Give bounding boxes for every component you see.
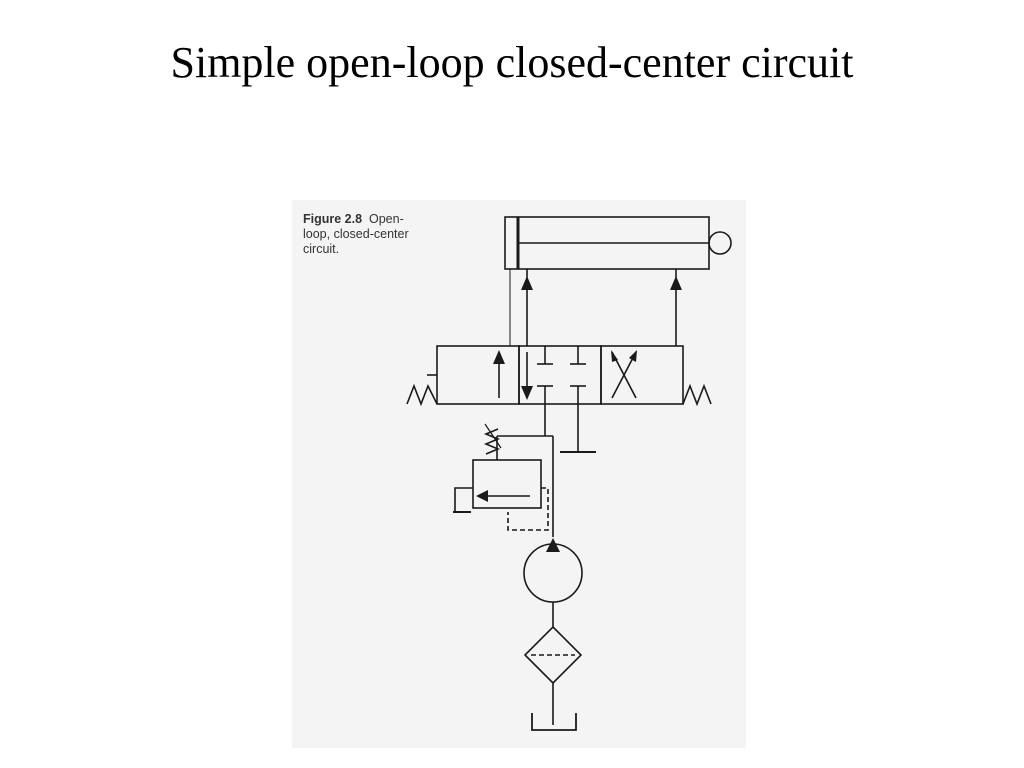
valve-envelope-center bbox=[518, 345, 602, 405]
directional-valve bbox=[406, 345, 712, 407]
valve-envelope-left bbox=[436, 345, 520, 405]
flow-arrow-left-icon bbox=[476, 490, 488, 502]
relief-valve bbox=[453, 423, 549, 531]
tank-icon bbox=[531, 713, 577, 731]
reservoir-tank bbox=[531, 713, 577, 731]
relief-valve-spring-icon bbox=[483, 428, 501, 455]
spring-left-icon bbox=[406, 383, 438, 407]
figure-scan bbox=[292, 200, 746, 748]
flow-arrow-icon bbox=[629, 350, 637, 362]
cylinder-rod-eye bbox=[708, 231, 732, 255]
flow-arrow-up-icon bbox=[493, 350, 505, 364]
double-acting-cylinder bbox=[504, 216, 732, 270]
spring-right-icon bbox=[682, 383, 712, 407]
adjustable-arrow bbox=[484, 423, 502, 449]
flow-arrow-icon bbox=[611, 350, 618, 362]
valve-port-lines bbox=[497, 404, 596, 537]
figure-label: Figure 2.8 bbox=[303, 212, 363, 226]
flow-arrow-up-icon bbox=[521, 276, 533, 290]
relief-valve-pilot-dashed bbox=[507, 487, 549, 531]
flow-arrow-up-icon bbox=[670, 276, 682, 290]
figure-caption: Figure 2.8 Open-loop, closed-center circ… bbox=[303, 212, 423, 257]
slide-title: Simple open-loop closed-center circuit bbox=[170, 38, 854, 87]
working-lines bbox=[509, 269, 682, 346]
pump-circle bbox=[523, 543, 583, 603]
valve-envelope-right bbox=[600, 345, 684, 405]
figure-caption-text: Open-loop, closed-center circuit. bbox=[303, 212, 409, 256]
pump-flow-triangle-icon bbox=[546, 538, 560, 552]
relief-valve-drain bbox=[454, 487, 473, 513]
fixed-displacement-pump bbox=[523, 538, 583, 627]
filter bbox=[523, 625, 583, 725]
relief-valve-body bbox=[472, 459, 542, 509]
flow-arrow-down-icon bbox=[521, 386, 533, 400]
